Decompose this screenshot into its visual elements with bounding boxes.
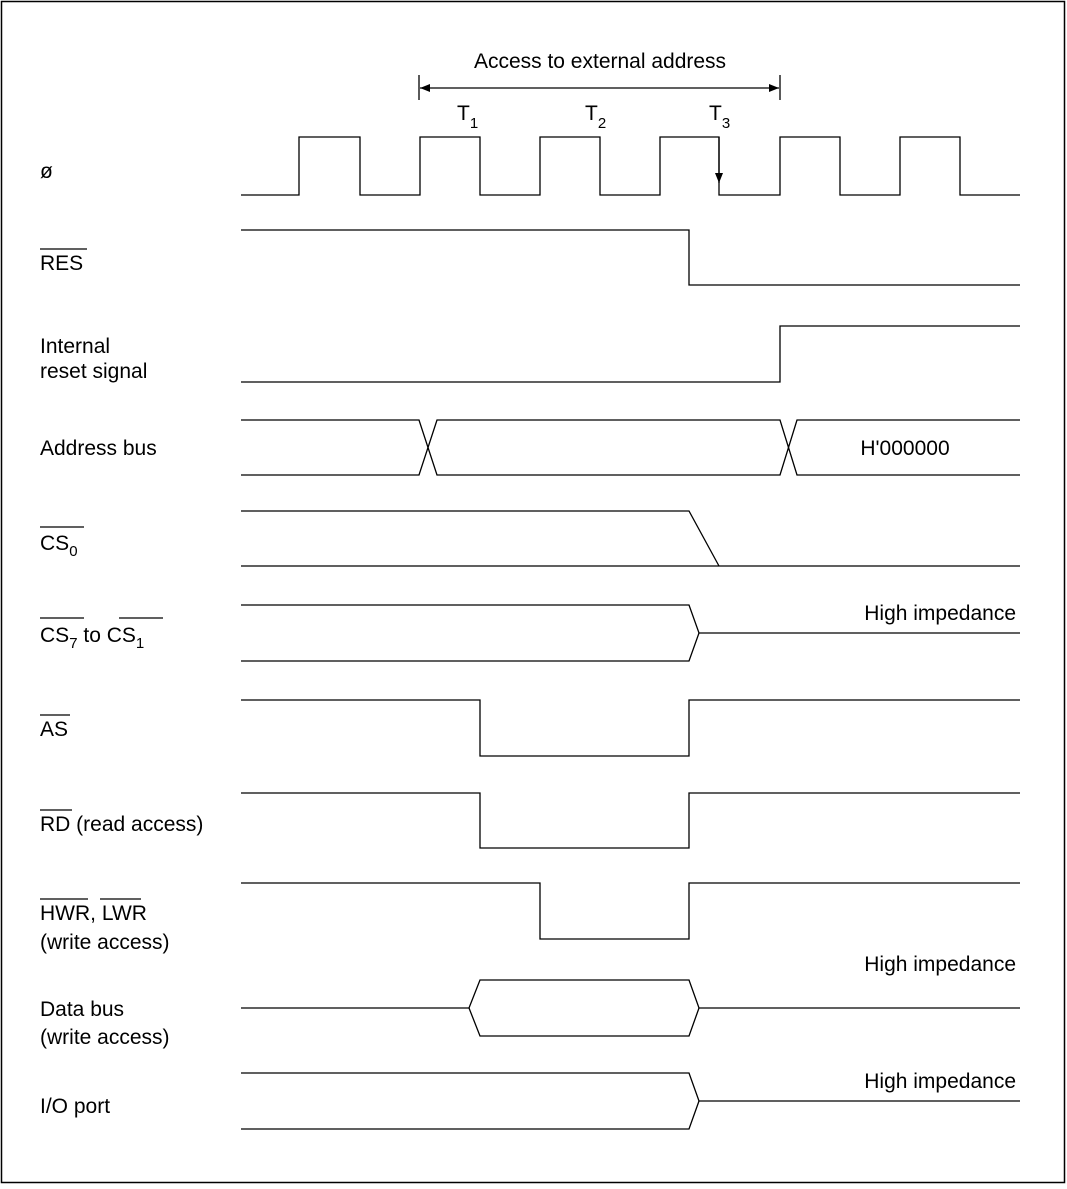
cs7-cs1-label: CS7 to CS1 <box>40 624 144 652</box>
phi-label: ø <box>40 160 53 183</box>
internal-reset-label-line1: Internal <box>40 335 110 358</box>
io-port-state: High impedance <box>864 1070 1016 1093</box>
waveforms: H'000000 High impedance High impedance <box>241 136 1020 1130</box>
rd-label: RD (read access) <box>40 813 203 836</box>
address-bus-value: H'000000 <box>860 437 949 460</box>
as-waveform <box>241 699 1020 757</box>
cs7-cs1-waveform: High impedance <box>241 602 1020 662</box>
data-bus-label-line1: Data bus <box>40 998 124 1021</box>
clock-state-labels: T1 T2 T3 <box>457 102 730 132</box>
internal-reset-waveform <box>241 325 1020 383</box>
as-label: AS <box>40 718 68 741</box>
internal-reset-label-line2: reset signal <box>40 360 147 383</box>
t1-label: T1 <box>457 102 478 132</box>
cs0-waveform <box>241 510 1020 567</box>
res-label: RES <box>40 252 83 275</box>
access-span-label: Access to external address <box>474 50 726 73</box>
data-bus-label-line2: (write access) <box>40 1026 170 1049</box>
address-bus-waveform: H'000000 <box>241 419 1020 476</box>
t3-label: T3 <box>709 102 730 132</box>
rd-waveform <box>241 792 1020 849</box>
hwr-lwr-waveform <box>241 882 1020 940</box>
data-bus-waveform: High impedance <box>241 953 1020 1037</box>
access-span: Access to external address <box>418 50 781 100</box>
cs7-cs1-state: High impedance <box>864 602 1016 625</box>
phi-waveform <box>241 136 1020 196</box>
cs0-label: CS0 <box>40 532 78 560</box>
io-port-label: I/O port <box>40 1095 110 1118</box>
hwr-lwr-label: HWR, LWR <box>40 902 147 925</box>
signal-labels: ø RES Internal reset signal Address bus … <box>40 160 203 1118</box>
io-port-waveform: High impedance <box>241 1070 1020 1130</box>
address-bus-label: Address bus <box>40 437 157 460</box>
res-waveform <box>241 229 1020 286</box>
hwr-lwr-label-line2: (write access) <box>40 931 170 954</box>
t2-label: T2 <box>585 102 606 132</box>
data-bus-state: High impedance <box>864 953 1016 976</box>
